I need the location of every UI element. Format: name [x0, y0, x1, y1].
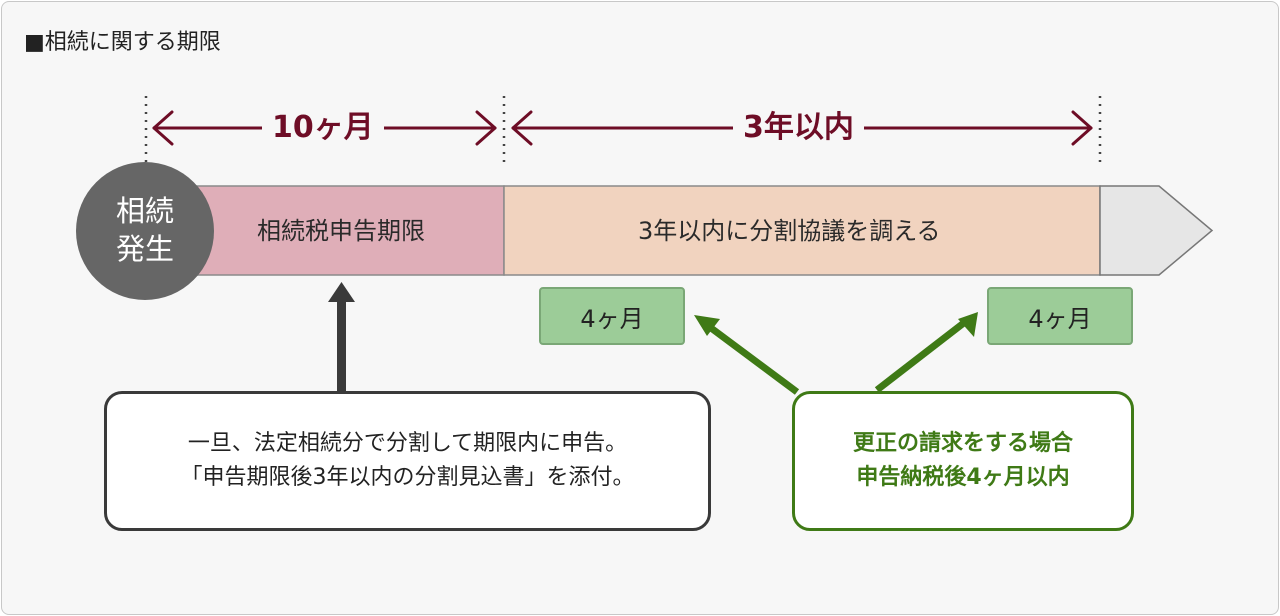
- arrow-to-right-box: [874, 312, 978, 393]
- four-months-label-left: 4ヶ月: [580, 304, 644, 333]
- four-months-label-right: 4ヶ月: [1028, 304, 1092, 333]
- event-circle: [76, 162, 214, 300]
- event-label-line1: 相続: [115, 194, 174, 228]
- callout-provisional-filing: 一旦、法定相続分で分割して期限内に申告。 「申告期限後3年以内の分割見込書」を添…: [104, 391, 711, 531]
- bar-segment-filing-deadline: [169, 185, 505, 276]
- span-label-3-years: 3年以内: [733, 111, 864, 145]
- arrow-to-filing-deadline: [328, 282, 355, 392]
- bar-segment-division: [503, 185, 1101, 276]
- callout-provisional-line1: 一旦、法定相続分で分割して期限内に申告。: [187, 431, 628, 456]
- callout-correction-line1: 更正の請求をする場合: [852, 431, 1073, 456]
- diagram-title: ■相続に関する期限: [24, 30, 221, 55]
- arrow-to-left-box: [694, 315, 800, 395]
- event-label: 相続 発生: [95, 192, 195, 268]
- span-label-10-months: 10ヶ月: [262, 111, 384, 145]
- four-months-box-right: 4ヶ月: [987, 287, 1133, 345]
- bar-arrow-tip: [1099, 185, 1214, 276]
- event-label-line2: 発生: [115, 232, 174, 266]
- callout-provisional-line2: 「申告期限後3年以内の分割見込書」を添付。: [180, 465, 635, 490]
- filing-deadline-label: 相続税申告期限: [257, 217, 425, 245]
- callout-correction-line2: 申告納税後4ヶ月以内: [856, 465, 1070, 490]
- callout-correction-request: 更正の請求をする場合 申告納税後4ヶ月以内: [792, 391, 1134, 531]
- division-label: 3年以内に分割協議を調える: [638, 217, 941, 245]
- four-months-box-left: 4ヶ月: [539, 287, 685, 345]
